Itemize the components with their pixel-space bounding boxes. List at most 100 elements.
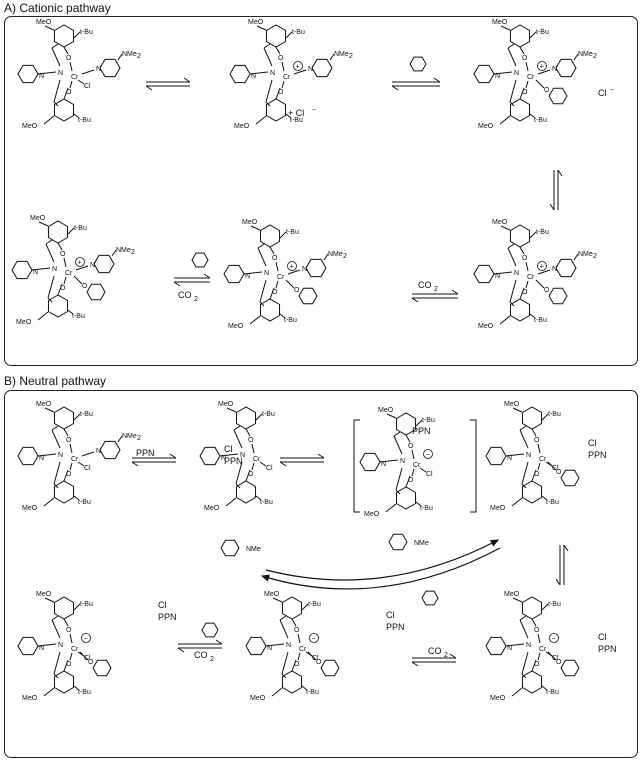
bond [531,428,537,437]
cyclohexyl-ring [86,283,106,301]
amine-nitrogen: N [514,270,519,277]
anion-charge [309,633,319,643]
bond [525,80,529,89]
bond [521,461,529,485]
amine-nitrogen: N [58,70,63,77]
epoxide-icon [409,56,427,72]
bond [67,309,74,315]
oxygen-label: O [66,471,72,478]
cation-charge [287,261,297,271]
chloride-ligand: Cl [552,655,559,662]
phenol-ring-top [281,596,303,620]
methoxy-label: MeO [364,511,380,518]
subscript-2: 2 [137,53,141,60]
bond [43,115,55,125]
bond [259,301,265,307]
oxygen-label: O [278,55,284,62]
methoxy-label: MeO [36,401,52,408]
bond [131,461,139,467]
tert-butyl-label: t-Bu [262,411,275,418]
dmap-ring [99,440,121,460]
phenol-ring-top [509,224,531,248]
bond [521,651,529,675]
phenol-ring-bottom [47,294,69,318]
dmap-ring [99,58,121,78]
bond [73,113,80,119]
bond [44,25,55,31]
bond [507,43,515,49]
bond [257,247,267,267]
bond [535,79,545,89]
bond [265,79,273,103]
bond [499,115,511,125]
bond [525,261,529,272]
tert-butyl-label: t-Bu [422,417,435,424]
pyridine-ring [485,636,507,656]
bond [281,651,289,675]
ppn-cl-label: PPN [136,448,155,458]
bond [245,469,251,482]
bond [44,597,55,603]
phenol-ring-top [53,24,75,48]
chromium-label: Cr [299,646,307,653]
bond [521,673,527,679]
dmap-nitrogen: N [90,262,95,269]
cyclohexyl-ring [320,659,340,677]
tert-butyl-label: t-Bu [536,29,549,36]
bond [73,275,83,285]
bond [281,61,285,72]
bond [281,80,285,89]
bond [279,313,286,319]
bond [117,53,123,61]
bond [251,443,255,454]
tert-butyl-label: t-Bu [546,499,559,506]
methoxy-label: MeO [204,505,220,512]
methoxy-label: MeO [228,323,244,330]
bond [37,453,57,457]
ppn-label-b2: PPN [412,426,431,436]
tert-butyl-label: t-Bu [286,229,299,236]
bond [251,462,255,471]
amine-nitrogen: N [58,642,63,649]
bond [75,265,89,271]
tert-butyl-label: t-Bu [534,317,547,324]
bond [37,311,49,321]
pyridine-ring [473,264,495,284]
pyridine-nitrogen: N [33,269,38,276]
free-dmap-label: NMe [246,546,261,553]
bond [73,413,81,421]
bond [51,47,61,67]
bracket-left [353,419,360,513]
bond [291,618,297,627]
methoxy-label: MeO [478,123,494,130]
free-dmap-ring [220,539,240,557]
bond [235,483,241,489]
bond [255,413,263,421]
bond [507,247,517,267]
bond [519,287,525,300]
pyridine-nitrogen: N [39,645,44,652]
bond [73,31,81,39]
bond [77,79,85,85]
bond [255,115,267,125]
amine-nitrogen: N [514,70,519,77]
amine-nitrogen: N [264,270,269,277]
chloride-label-b4: Cl [598,632,607,642]
bond [512,407,523,413]
chloride-ligand: Cl [552,465,559,472]
methoxy-label: MeO [504,591,520,598]
chromium-label: Cr [527,274,535,281]
bond [511,497,523,507]
bond [249,71,269,75]
methoxy-label: MeO [378,407,394,414]
phenol-ring-bottom [53,480,75,504]
panel-cationic-pathway [4,16,638,366]
subscript-2: 2 [210,656,214,663]
bond [44,407,55,413]
bond [51,615,59,621]
anion-charge [423,449,433,459]
pyridine-ring [359,452,381,472]
tert-butyl-label: t-Bu [260,499,273,506]
